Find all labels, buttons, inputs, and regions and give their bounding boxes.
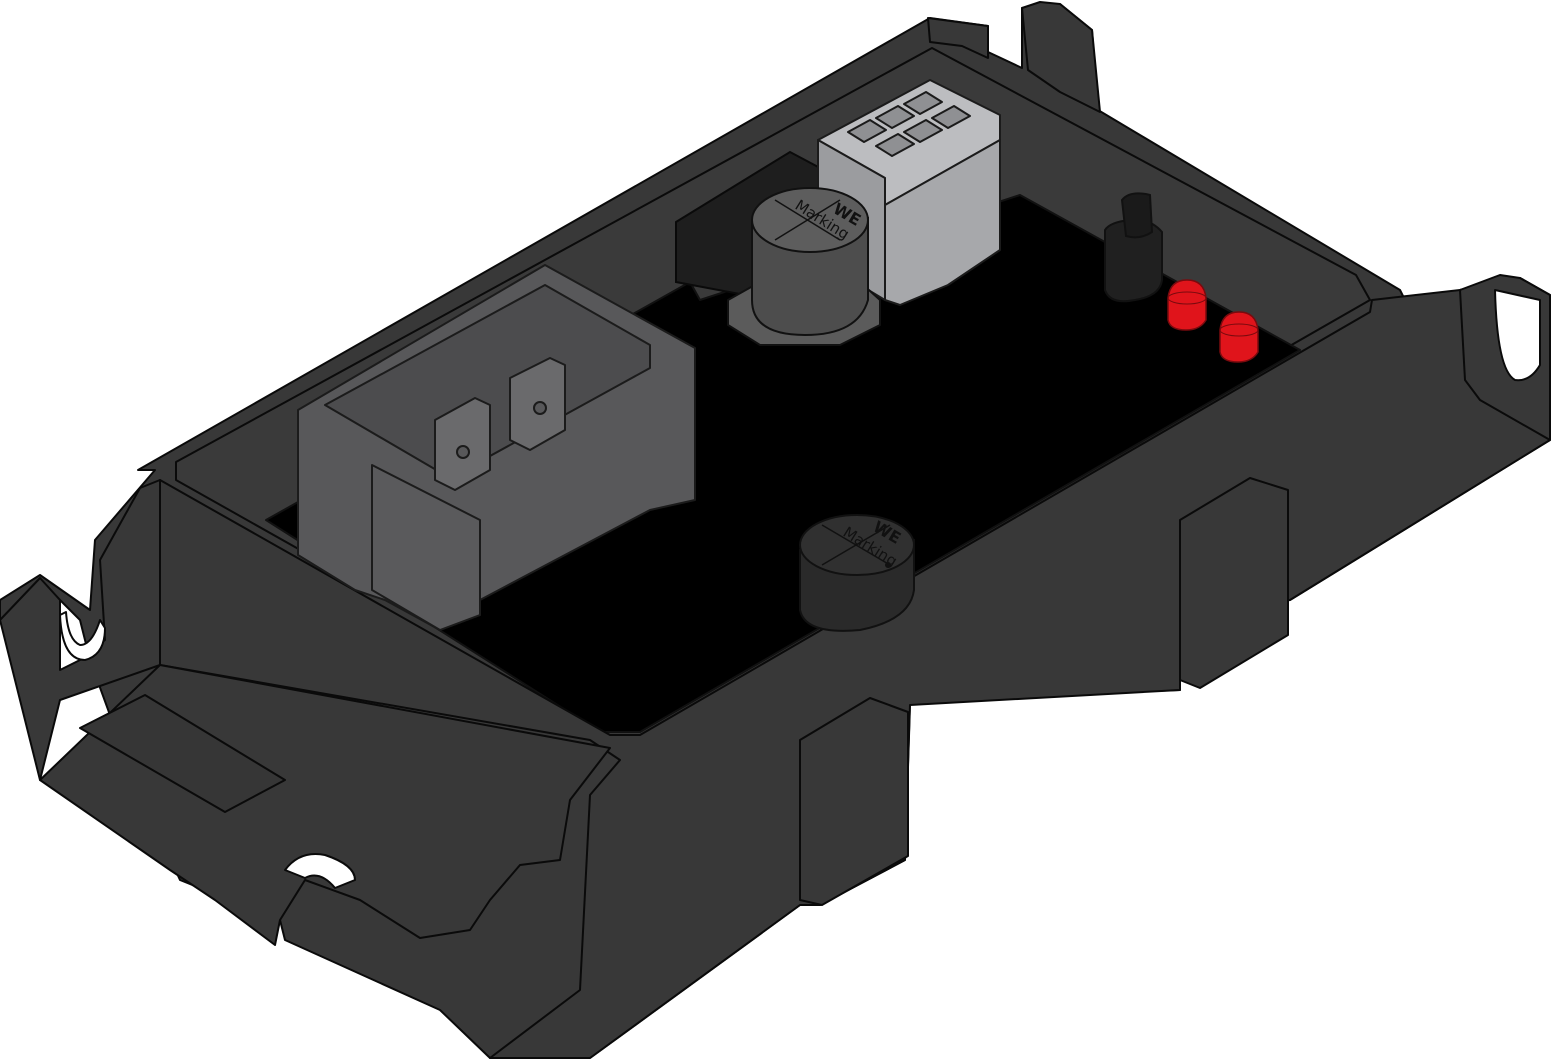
clip-tab-right — [1179, 477, 1289, 689]
terminal-hole-2 — [533, 401, 547, 415]
polarity-dot — [885, 562, 891, 568]
capacitor-small: WE Marking — [799, 514, 915, 632]
housing-left-wall — [0, 479, 161, 781]
terminal-blade-1 — [434, 397, 491, 491]
sensor-post-cap — [1120, 192, 1154, 239]
header-pin-cavities — [847, 91, 971, 157]
capacitor-large: WE Marking — [727, 187, 881, 346]
led-1 — [1167, 279, 1207, 331]
back-post-right — [1021, 1, 1101, 113]
sensor-post-base — [1104, 218, 1163, 303]
right-notch — [1494, 289, 1541, 382]
led-2 — [1219, 311, 1259, 363]
back-post-left — [927, 17, 989, 59]
status-leds — [1167, 279, 1259, 363]
housing-front-wall — [159, 277, 1551, 1059]
terminal-hole-1 — [456, 445, 470, 459]
flange-pad — [79, 694, 286, 813]
sensor-post — [1104, 192, 1163, 303]
terminal-connector-front — [371, 464, 481, 631]
left-notch — [59, 611, 106, 661]
flange-slot — [284, 853, 356, 889]
terminal-connector — [297, 264, 696, 631]
clip-tab-center — [799, 697, 909, 906]
terminal-connector-inner — [324, 284, 651, 479]
